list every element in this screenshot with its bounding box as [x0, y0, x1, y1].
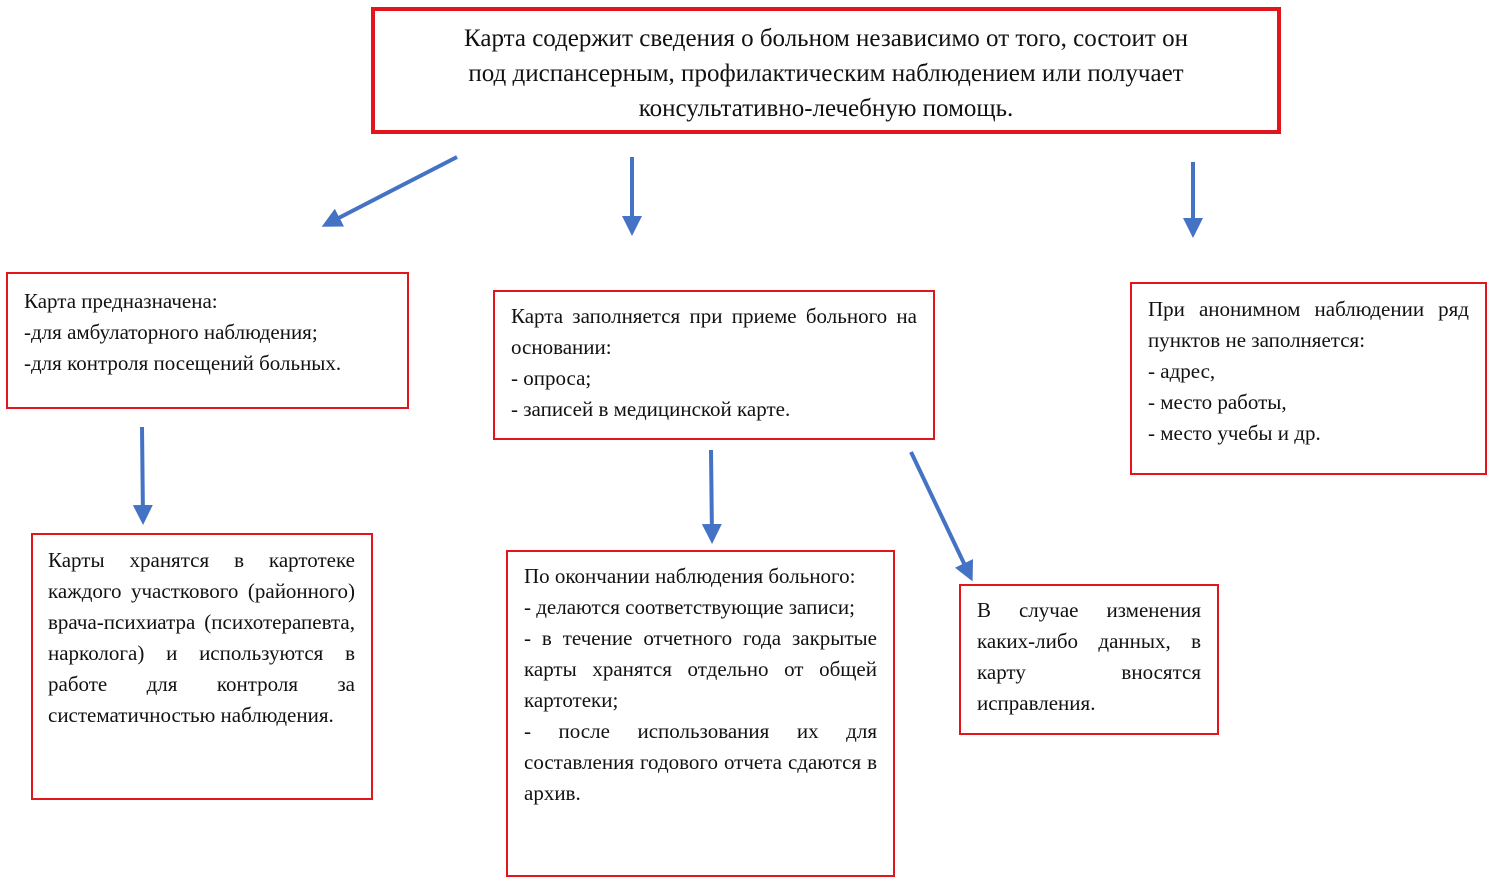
end-heading: По окончании наблюдения больного: — [524, 564, 856, 588]
end-item: - в течение отчетного года закрытые карт… — [524, 626, 877, 712]
arrow-main-to-purpose — [321, 155, 458, 227]
main-statement-line: под диспансерным, профилактическим наблю… — [468, 60, 1184, 87]
anonymous-item: - место работы, — [1148, 390, 1287, 414]
main-statement-line: консультативно-лечебную помощь. — [638, 95, 1014, 122]
changes-text: В случае изменения каких-либо данных, в … — [977, 598, 1201, 715]
changes-box: В случае изменения каких-либо данных, в … — [959, 584, 1219, 735]
storage-text: Карты хранятся в картотеке каждого участ… — [48, 548, 355, 727]
main-statement-line: Карта содержит сведения о больном незави… — [464, 25, 1188, 52]
arrow-purpose-to-storage — [132, 426, 153, 525]
filling-box: Карта заполняется при приеме больного на… — [493, 290, 935, 440]
end-of-observation-box: По окончании наблюдения больного: - дела… — [506, 550, 895, 877]
arrow-filling-to-changes — [909, 451, 974, 582]
anonymous-heading: При анонимном наблюдении ряд пунктов не … — [1148, 297, 1469, 352]
main-statement-box: Карта содержит сведения о больном незави… — [371, 7, 1281, 134]
arrow-filling-to-end — [701, 449, 722, 544]
filling-item: - опроса; — [511, 366, 592, 390]
storage-box: Карты хранятся в картотеке каждого участ… — [31, 533, 373, 800]
anonymous-observation-box: При анонимном наблюдении ряд пунктов не … — [1130, 282, 1487, 475]
filling-heading: Карта заполняется при приеме больного на… — [511, 304, 917, 359]
anonymous-item: - место учебы и др. — [1148, 421, 1321, 445]
anonymous-item: - адрес, — [1148, 359, 1216, 383]
filling-item: - записей в медицинской карте. — [511, 397, 791, 421]
end-item: - делаются соответствующие записи; — [524, 595, 855, 619]
end-item: - после использования их для составления… — [524, 719, 877, 805]
purpose-item: -для амбулаторного наблюдения; — [24, 320, 318, 344]
purpose-item: -для контроля посещений больных. — [24, 351, 342, 375]
purpose-heading: Карта предназначена: — [24, 289, 218, 313]
purpose-box: Карта предназначена: -для амбулаторного … — [6, 272, 409, 409]
